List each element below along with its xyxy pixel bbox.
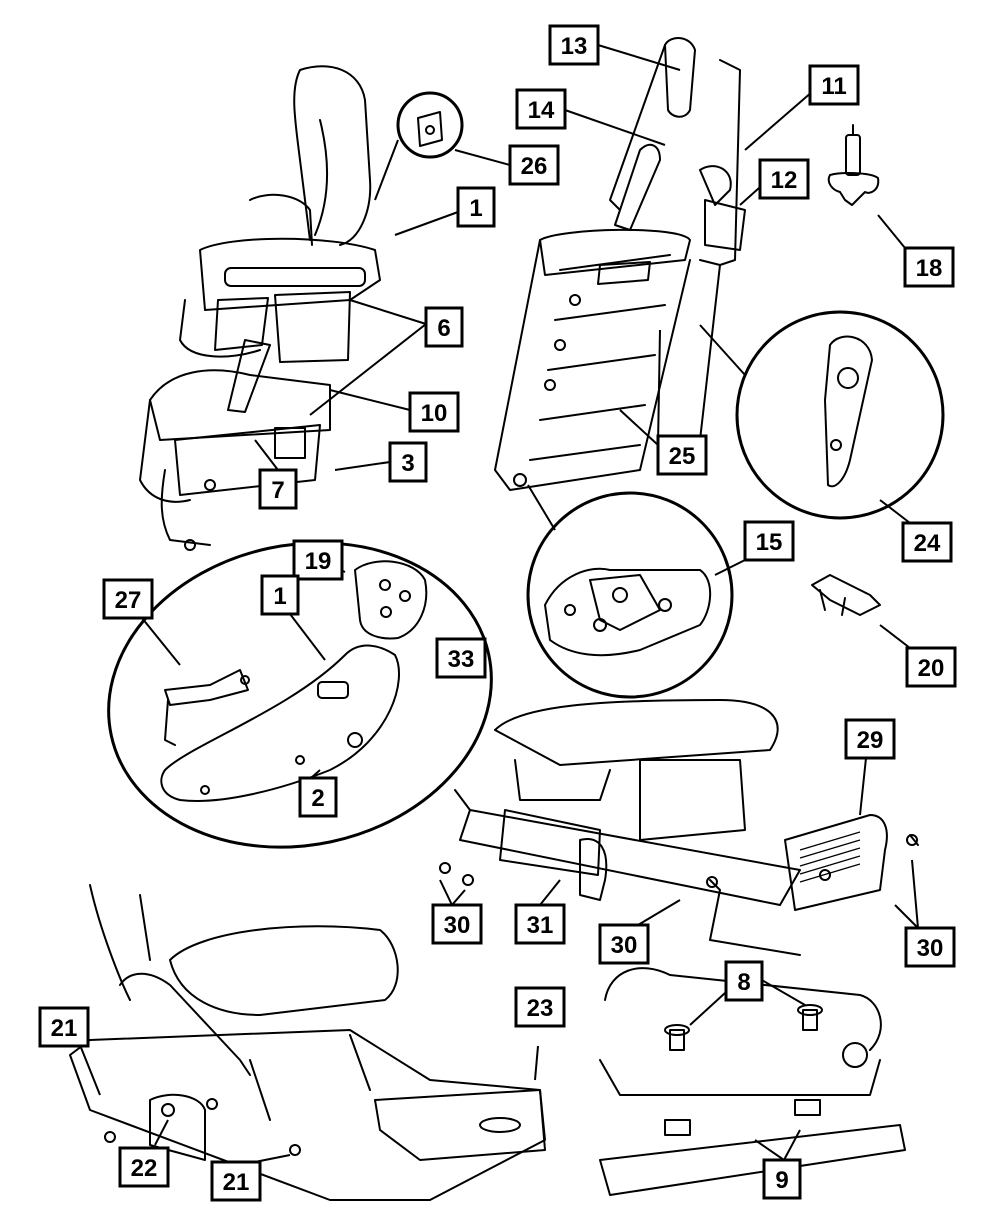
callout-7: 7 [258,468,298,510]
callout-33-label: 33 [448,646,475,673]
callout-8-label: 8 [737,969,750,996]
callout-2: 2 [298,776,338,818]
callout-24-label: 24 [914,530,941,557]
seat-front-shield-art [69,884,546,1201]
callout-1-upper: 1 [456,186,496,228]
callout-8: 8 [724,960,764,1002]
callout-3-label: 3 [401,450,414,477]
callout-14-label: 14 [528,97,555,124]
callout-12-label: 12 [771,167,798,194]
callout-1-lower: 1 [260,574,300,616]
callout-22-label: 22 [131,1155,158,1182]
callout-21-right-label: 21 [223,1169,250,1196]
callout-20: 20 [905,646,957,688]
callout-11-label: 11 [821,73,846,100]
callout-19: 19 [292,539,344,581]
callout-1-lower-label: 1 [273,583,286,610]
callout-30-left-label: 30 [444,912,471,939]
callout-10: 10 [408,391,460,433]
callout-24: 24 [901,521,953,563]
callout-23-label: 23 [527,995,554,1022]
seat-cushion-exploded-art [139,65,381,551]
callout-13: 13 [548,24,600,66]
shield-detail-33-art [107,541,493,849]
callout-31-label: 31 [527,912,554,939]
callout-33: 33 [435,637,487,679]
callout-30-right-label: 30 [917,935,944,962]
seat-mounting-art [599,967,906,1196]
callout-26: 26 [508,144,560,186]
callout-6-label: 6 [437,315,450,342]
callout-7-label: 7 [271,477,284,504]
callout-23: 23 [514,986,566,1028]
callout-2-label: 2 [311,785,324,812]
callout-21-right: 21 [210,1160,262,1202]
callout-1-upper-label: 1 [469,195,482,222]
callout-15-label: 15 [756,529,783,556]
callout-29-label: 29 [857,727,884,754]
callout-31: 31 [514,903,566,945]
cable-clip-20-art [811,574,881,616]
callout-26-label: 26 [521,153,548,180]
callout-19-label: 19 [305,548,332,575]
callout-9: 9 [762,1158,802,1200]
callout-10-label: 10 [421,400,448,427]
callout-27: 27 [102,578,154,620]
callout-30-right: 30 [904,926,956,968]
clip-detail-26-art [374,91,464,201]
callout-6: 6 [424,306,464,348]
hinge-detail-15-art [526,491,734,699]
callout-13-label: 13 [561,33,588,60]
release-handle-18-art [827,124,880,206]
callout-9-label: 9 [775,1167,788,1194]
callout-18: 18 [903,246,955,288]
callout-14: 14 [515,88,567,130]
callout-30-middle: 30 [598,923,650,965]
callout-30-left: 30 [431,903,483,945]
callout-21-left: 21 [38,1006,90,1048]
callout-30-middle-label: 30 [611,932,638,959]
callout-3: 3 [388,441,428,483]
leader-lines [79,44,919,1166]
callout-18-label: 18 [916,255,943,282]
lever-detail-24-art [735,310,945,520]
callout-15: 15 [743,520,795,562]
callout-21-left-label: 21 [51,1015,78,1042]
callout-20-label: 20 [918,655,945,682]
callout-22: 22 [118,1146,170,1188]
seat-side-shield-art [439,699,919,956]
callout-27-label: 27 [115,587,142,614]
callout-29: 29 [844,718,896,760]
callout-25-label: 25 [669,443,696,470]
callout-25: 25 [656,434,708,476]
callout-12: 12 [758,158,810,200]
callout-11: 11 [808,64,860,106]
